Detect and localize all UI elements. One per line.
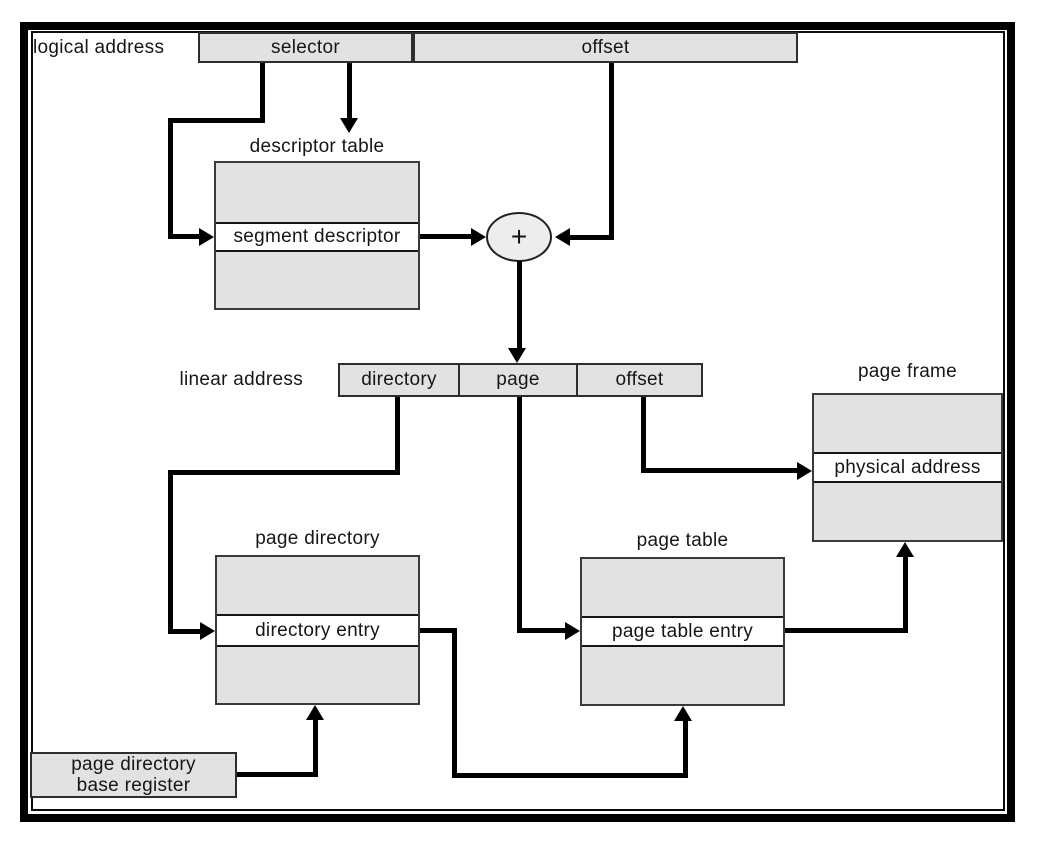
page-frame-title: page frame: [857, 361, 958, 382]
selector-field: selector: [198, 32, 413, 63]
connector-segment: [237, 772, 318, 777]
arrowhead-left-icon: [555, 228, 570, 246]
arrowhead-up-icon: [674, 706, 692, 721]
connector-segment: [517, 628, 566, 633]
descriptor-table-title: descriptor table: [249, 136, 385, 157]
connector-segment: [168, 118, 265, 123]
pdbr-line1: page directory: [71, 754, 196, 775]
connector-segment: [420, 234, 471, 239]
linear-page-label: page: [496, 369, 540, 390]
connector-segment: [168, 470, 400, 475]
plus-icon: +: [510, 221, 528, 252]
segment-descriptor-label: segment descriptor: [233, 226, 401, 247]
connector-segment: [347, 63, 352, 118]
connector-segment: [641, 397, 646, 473]
pdbr-line2: base register: [76, 775, 191, 796]
page-frame-table: physical address: [812, 393, 1003, 542]
adder-circle: +: [486, 212, 552, 262]
page-table-entry-row: page table entry: [582, 616, 783, 647]
descriptor-table-row-top: [216, 163, 418, 222]
connector-segment: [452, 628, 457, 778]
arrowhead-right-icon: [797, 462, 812, 480]
connector-segment: [395, 397, 400, 475]
connector-segment: [168, 470, 173, 634]
connector-segment: [517, 261, 522, 349]
page-directory-row-bottom: [217, 647, 418, 703]
descriptor-table: segment descriptor: [214, 161, 420, 310]
arrowhead-up-icon: [306, 705, 324, 720]
arrowhead-up-icon: [896, 542, 914, 557]
page-directory-title: page directory: [255, 528, 380, 549]
linear-offset-cell: offset: [578, 365, 701, 395]
connector-segment: [173, 234, 200, 239]
arrowhead-down-icon: [508, 348, 526, 363]
arrowhead-right-icon: [565, 622, 580, 640]
connector-segment: [420, 628, 457, 633]
page-directory-base-register-box: page directory base register: [30, 752, 237, 798]
segment-descriptor-row: segment descriptor: [216, 222, 418, 252]
connector-segment: [452, 773, 688, 778]
arrowhead-down-icon: [340, 118, 358, 133]
linear-address-label: linear address: [179, 369, 303, 390]
outer-frame-border: [20, 22, 1015, 822]
page-table-title: page table: [636, 530, 729, 551]
directory-entry-label: directory entry: [255, 619, 380, 641]
page-table-row-top: [582, 559, 783, 616]
arrowhead-right-icon: [200, 622, 215, 640]
logical-offset-field: offset: [413, 32, 798, 63]
logical-offset-field-label: offset: [581, 36, 630, 58]
connector-segment: [313, 719, 318, 777]
descriptor-table-row-bottom: [216, 252, 418, 308]
connector-segment: [641, 468, 798, 473]
linear-offset-label: offset: [615, 369, 664, 390]
linear-directory-label: directory: [361, 369, 437, 390]
linear-page-cell: page: [460, 365, 578, 395]
connector-segment: [168, 118, 173, 239]
connector-segment: [260, 63, 265, 123]
physical-address-label: physical address: [834, 456, 981, 478]
page-frame-row-bottom: [814, 483, 1001, 540]
page-table-table: page table entry: [580, 557, 785, 706]
connector-segment: [683, 720, 688, 777]
arrowhead-right-icon: [471, 228, 486, 246]
page-frame-row-top: [814, 395, 1001, 452]
selector-field-label: selector: [271, 36, 340, 58]
connector-segment: [903, 556, 908, 633]
linear-address-box: directory page offset: [338, 363, 703, 397]
physical-address-row: physical address: [814, 452, 1001, 483]
connector-segment: [785, 628, 908, 633]
connector-segment: [517, 397, 522, 633]
page-table-row-bottom: [582, 647, 783, 704]
linear-directory-cell: directory: [340, 365, 460, 395]
connector-segment: [570, 235, 613, 240]
connector-segment: [173, 629, 200, 634]
directory-entry-row: directory entry: [217, 614, 418, 647]
page-directory-table: directory entry: [215, 555, 420, 705]
logical-address-label: logical address: [33, 37, 165, 58]
connector-segment: [609, 63, 614, 240]
arrowhead-right-icon: [199, 228, 214, 246]
page-table-entry-label: page table entry: [611, 620, 754, 642]
page-directory-row-top: [217, 557, 418, 614]
